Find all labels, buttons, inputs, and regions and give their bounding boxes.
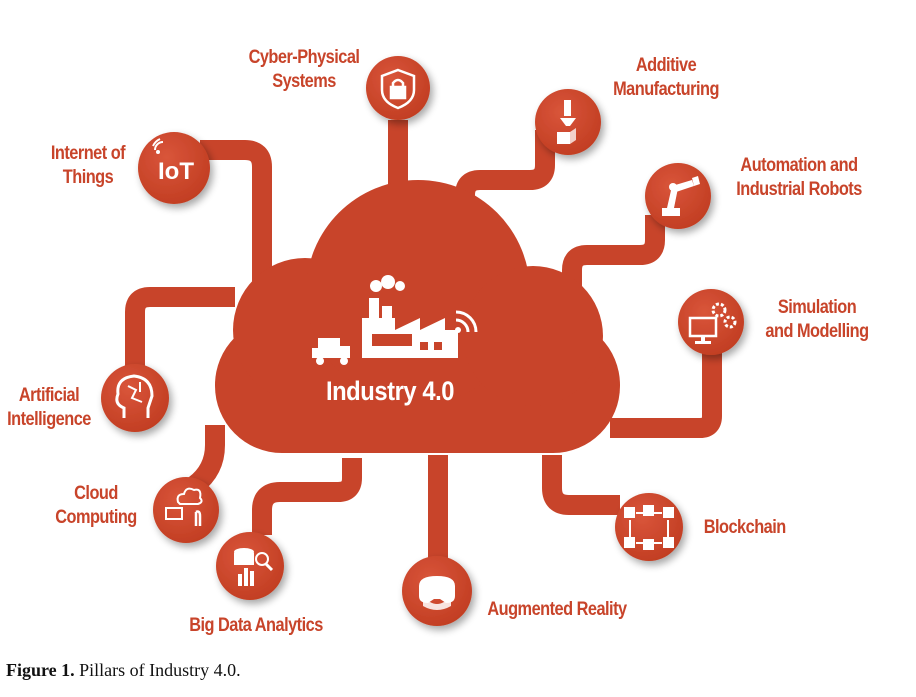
brain-head-icon <box>115 374 154 418</box>
connectors <box>125 120 722 560</box>
3d-printer-icon <box>557 100 576 144</box>
connector-iot <box>200 140 272 285</box>
caption-label: Figure 1. <box>6 660 75 680</box>
label-augmented-reality: Augmented Reality <box>487 599 627 620</box>
node-sim <box>678 289 744 355</box>
factory-icon <box>312 275 478 365</box>
center-title: Industry 4.0 <box>325 376 455 406</box>
connector-ai <box>125 287 235 368</box>
vr-headset-icon <box>419 576 455 610</box>
monitor-gears-icon <box>688 302 737 344</box>
connector-bigdata <box>252 458 362 535</box>
central-cloud <box>215 180 620 453</box>
node-bigdata <box>216 532 284 600</box>
node-robots <box>645 163 711 229</box>
label-blockchain: Blockchain <box>703 517 787 538</box>
svg-text:IoT: IoT <box>158 158 194 185</box>
blockchain-icon <box>624 505 674 550</box>
cloud-computer-icon <box>165 487 203 526</box>
node-blockchain <box>615 493 683 561</box>
connector-am <box>455 130 555 228</box>
connector-blockchain <box>542 455 620 515</box>
shield-lock-icon <box>380 68 416 110</box>
connector-sim <box>610 345 722 438</box>
connector-robots <box>562 215 665 300</box>
robot-arm-icon <box>662 176 700 216</box>
caption-text: Pillars of Industry 4.0. <box>74 660 241 680</box>
figure-caption: Figure 1. Pillars of Industry 4.0. <box>6 660 241 681</box>
label-big-data-analytics: Big Data Analytics <box>189 615 323 636</box>
iot-icon: IoT <box>152 138 194 185</box>
pillars-diagram: IoT <box>101 56 744 626</box>
node-ai <box>101 364 169 432</box>
node-cloud <box>153 477 219 543</box>
database-chart-icon <box>234 548 274 586</box>
